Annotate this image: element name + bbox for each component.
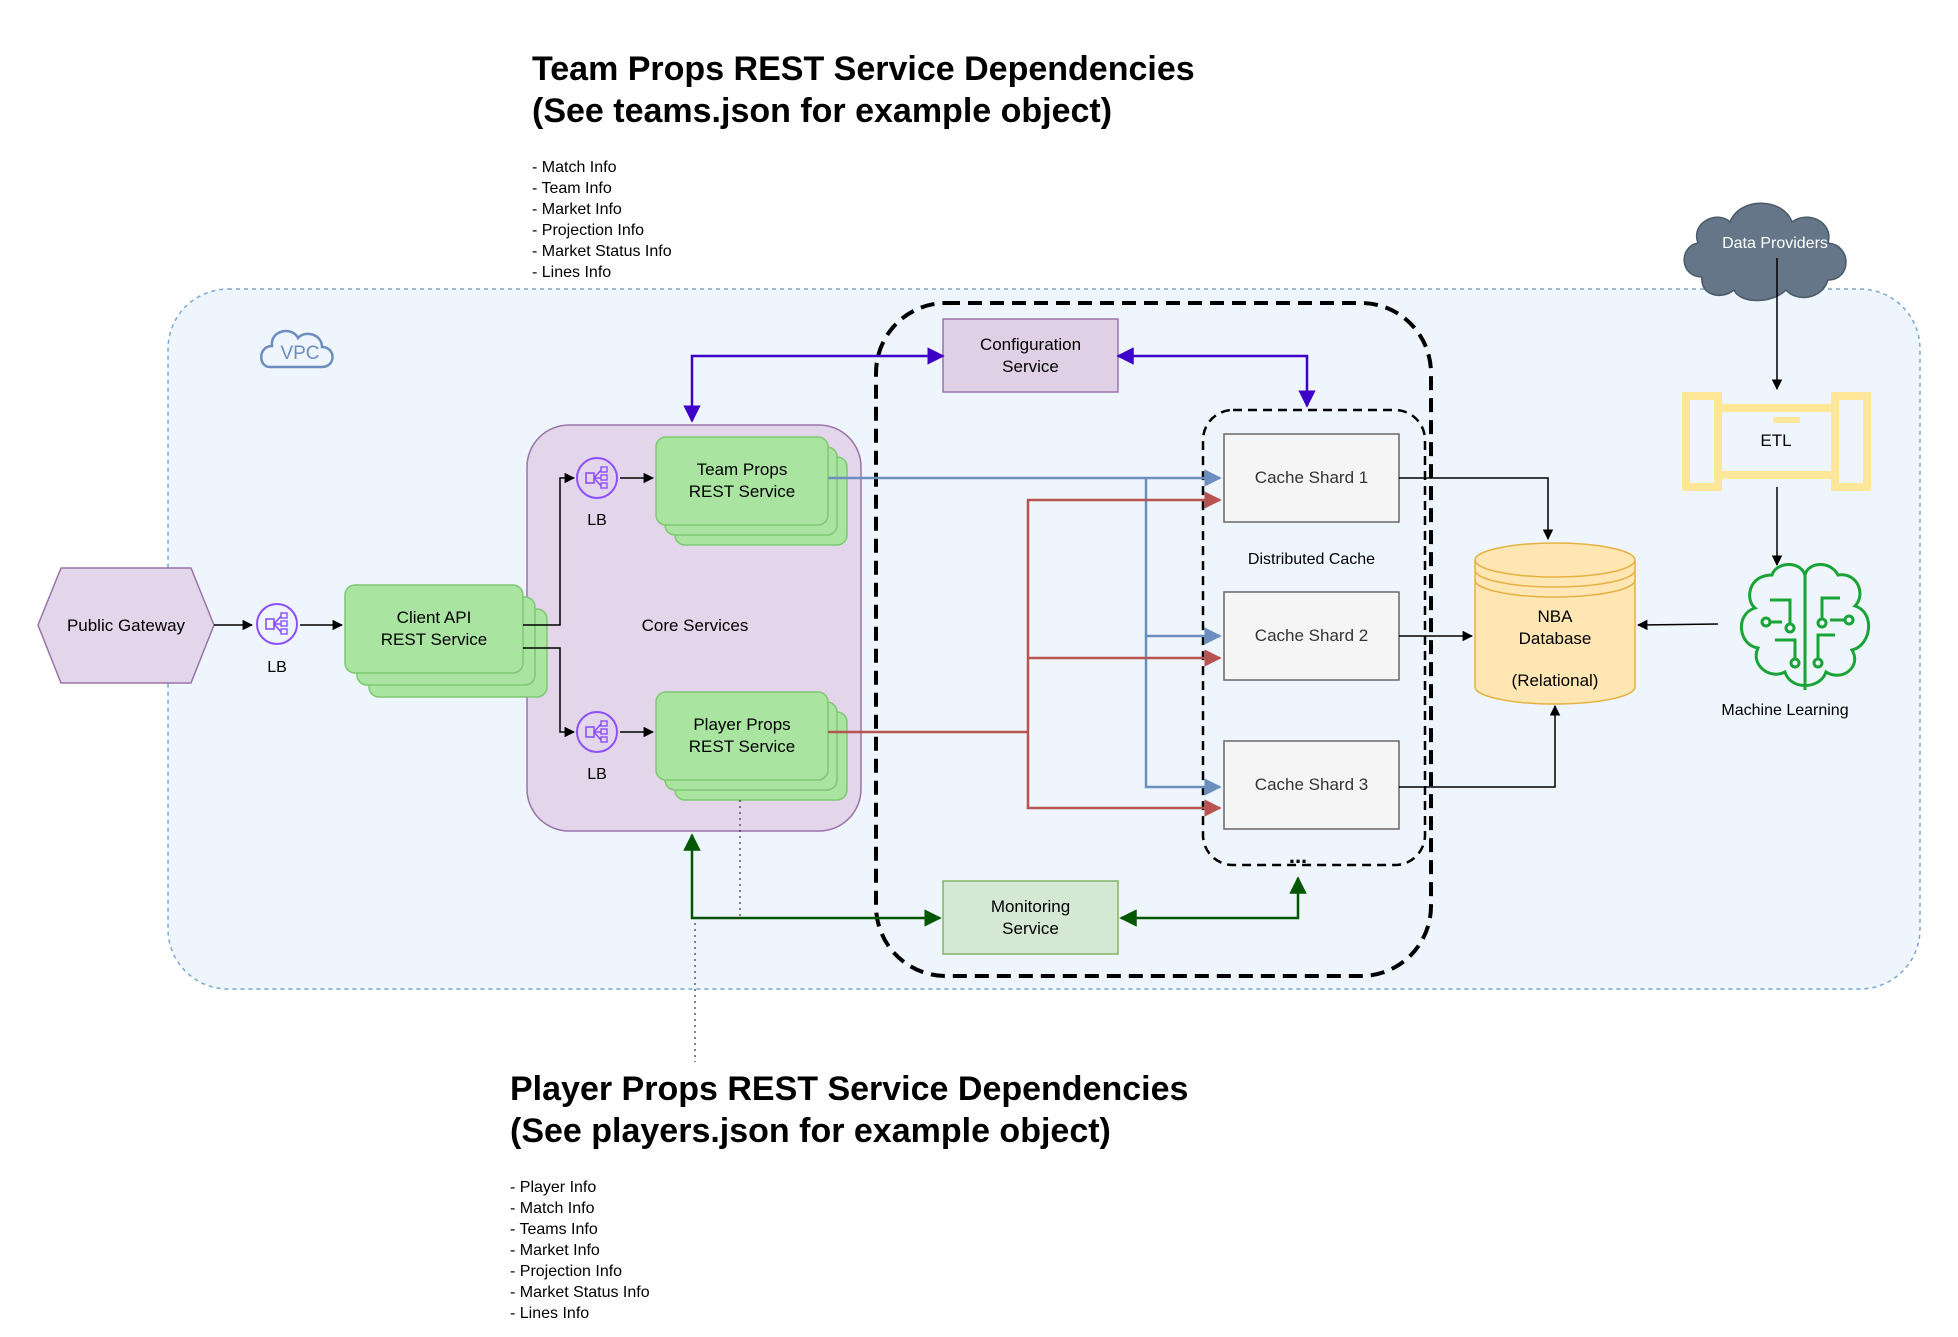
team-props-node: Team Props REST Service [656, 437, 828, 525]
list-item: - Team Info [532, 180, 612, 197]
team-deps-heading-line2: (See teams.json for example object) [532, 92, 1113, 130]
machine-learning-label: Machine Learning [1721, 702, 1849, 719]
distributed-cache-container [1201, 408, 1427, 867]
player-props-node: Player Props REST Service [656, 692, 828, 780]
configuration-service-box [942, 318, 1119, 393]
monitoring-service-node: Monitoring Service [943, 881, 1118, 954]
list-item: - Market Status Info [532, 243, 672, 260]
player-deps-heading: Player Props REST Service Dependencies (… [510, 1068, 1188, 1152]
cache-shard-3-box [1223, 740, 1400, 830]
player-props-stack [655, 691, 848, 801]
connector-lines-green [683, 833, 1307, 927]
core-services-label: Core Services [641, 616, 749, 635]
cache-shard-1-node: Cache Shard 1 [1224, 434, 1399, 522]
cache-shard-3-node: Cache Shard 3 [1224, 741, 1399, 829]
monitoring-label-line1: Monitoring [990, 896, 1071, 916]
cache-shard-2-label: Cache Shard 2 [1254, 626, 1369, 645]
configuration-label-line1: Configuration [979, 334, 1082, 354]
list-item: - Market Info [532, 201, 622, 218]
cache-shard-3-label: Cache Shard 3 [1254, 775, 1369, 794]
monitoring-service-box [942, 880, 1119, 955]
team-props-label-line2: REST Service [688, 482, 796, 501]
database-icon [1474, 542, 1636, 705]
list-item: - Market Info [510, 1242, 600, 1259]
connector-lines-red [828, 491, 1222, 817]
dependency-dotted-line [694, 800, 741, 1062]
player-props-label-line2: REST Service [688, 737, 796, 756]
team-deps-list: - Match Info - Team Info - Market Info -… [532, 157, 672, 283]
configuration-label-line2: Service [1002, 356, 1059, 376]
player-props-label-line1: Player Props [693, 715, 791, 734]
load-balancer-icon [576, 711, 618, 753]
connector-lines-blue [828, 469, 1222, 796]
player-deps-list: - Player Info - Match Info - Teams Info … [510, 1177, 650, 1324]
list-item: - Projection Info [510, 1263, 623, 1280]
load-balancer-icon [576, 457, 618, 499]
public-gateway-node: Public Gateway [38, 568, 214, 683]
load-balancer-icon [256, 603, 298, 645]
client-api-label-line1: Client API [396, 608, 472, 627]
monitoring-label-line2: Service [1002, 918, 1059, 938]
connector-lines-black [214, 258, 1783, 788]
public-gateway-label: Public Gateway [66, 615, 186, 635]
list-item: - Lines Info [510, 1305, 590, 1322]
connector-lines-purple [683, 347, 1316, 423]
cloud-icon [1683, 202, 1847, 302]
cache-more-ellipsis: ... [1288, 843, 1308, 868]
cloud-icon [260, 329, 334, 369]
team-deps-heading: Team Props REST Service Dependencies (Se… [532, 48, 1195, 132]
list-item: - Lines Info [532, 264, 612, 281]
team-props-stack [655, 436, 848, 546]
lb-label: LB [587, 512, 607, 529]
client-api-node: Client API REST Service [345, 585, 523, 673]
list-item: - Market Status Info [510, 1284, 650, 1301]
list-item: - Projection Info [532, 222, 645, 239]
list-item: - Match Info [532, 159, 617, 176]
client-api-label-line2: REST Service [380, 630, 488, 649]
vpc-label: VPC [280, 343, 320, 364]
cache-shard-1-label: Cache Shard 1 [1254, 468, 1369, 487]
player-deps-heading-line2: (See players.json for example object) [510, 1112, 1111, 1150]
team-deps-heading-line1: Team Props REST Service Dependencies [532, 50, 1195, 88]
cache-system-boundary [874, 301, 1433, 978]
lb-label: LB [587, 766, 607, 783]
nba-database-node: NBA Database (Relational) [1475, 603, 1635, 695]
list-item: - Teams Info [510, 1221, 598, 1238]
team-props-label-line1: Team Props [696, 460, 788, 479]
client-api-stack [344, 584, 548, 698]
distributed-cache-label: Distributed Cache [1247, 551, 1376, 568]
etl-pipe-icon [1682, 392, 1871, 491]
brain-circuit-icon [1739, 563, 1871, 690]
nba-db-label-line3: (Relational) [1511, 671, 1599, 690]
data-providers-label: Data Providers [1722, 235, 1828, 252]
etl-label: ETL [1760, 431, 1792, 450]
nba-db-label-line1: NBA [1537, 607, 1573, 626]
list-item: - Player Info [510, 1179, 597, 1196]
lb-label: LB [267, 659, 287, 676]
cache-shard-2-node: Cache Shard 2 [1224, 592, 1399, 680]
cache-shard-1-box [1223, 433, 1400, 523]
nba-db-label-line2: Database [1518, 629, 1592, 648]
list-item: - Match Info [510, 1200, 595, 1217]
player-deps-heading-line1: Player Props REST Service Dependencies [510, 1070, 1189, 1108]
configuration-service-node: Configuration Service [943, 319, 1118, 392]
